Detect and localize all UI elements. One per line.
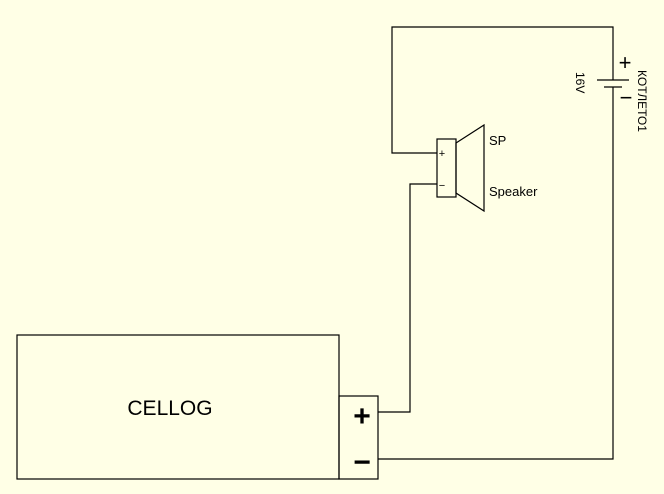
wire-battery-to-cellog-minus [378,93,614,460]
cellog-plus-terminal: + [353,400,371,433]
wire-speaker-plus-to-battery [391,26,614,154]
speaker-pin-minus: − [439,180,445,192]
speaker-component: + − SP Speaker [436,123,538,213]
cellog-terminal-block [338,395,379,480]
wires [378,26,614,460]
battery-value: 16V [573,72,587,93]
speaker-cone-icon [455,123,485,213]
speaker-value: Speaker [489,184,538,199]
battery-minus-sign: − [620,85,633,110]
battery-designator: КОТЛЕТО1 [635,70,649,132]
cellog-device: CELLOG + − [16,334,379,480]
speaker-designator: SP [489,133,506,148]
cellog-minus-terminal: − [353,446,371,479]
battery-plus-sign: + [619,50,632,75]
speaker-pin-plus: + [439,148,445,160]
battery-component: + − 16V КОТЛЕТО1 [573,50,649,132]
wire-speaker-minus-to-cellog-plus [378,183,437,413]
cellog-label: CELLOG [127,397,212,420]
